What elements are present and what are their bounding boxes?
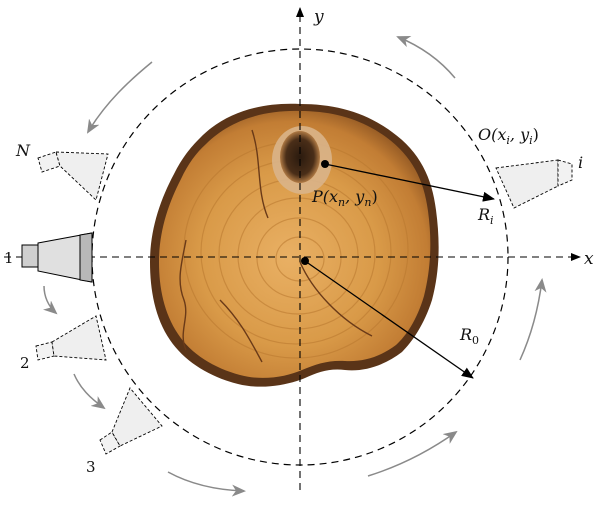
- sensor-1: [22, 233, 92, 282]
- sensor-N-label: N: [15, 141, 31, 160]
- sensor-1-label: 1: [4, 249, 14, 267]
- sensor-3: [100, 388, 162, 454]
- point-o-label: O(xi, yi): [478, 125, 539, 147]
- radius-r0-label: R0: [459, 325, 479, 347]
- wood-cross-section: [150, 104, 439, 387]
- sensor-i: [496, 160, 572, 208]
- rotation-arrow-right: [520, 280, 542, 360]
- knot-defect: [272, 126, 332, 194]
- sensor-2-label: 2: [20, 354, 30, 372]
- sensor-3-label: 3: [86, 458, 96, 476]
- sensor-N: [38, 152, 108, 200]
- rotation-arrow-left-2: [74, 374, 104, 408]
- rotation-arrow-bottom-right: [368, 432, 456, 476]
- sensor-2: [36, 316, 106, 360]
- rotation-arrow-bottom: [168, 472, 244, 491]
- axis-x-label: x: [584, 249, 594, 269]
- sensor-i-label: i: [578, 153, 583, 172]
- rotation-arrow-top-left: [88, 62, 152, 132]
- rotation-arrow-left-1: [44, 286, 56, 313]
- axis-y-label: y: [313, 7, 324, 27]
- center-point: [301, 257, 309, 265]
- radius-ri-label: Ri: [477, 205, 494, 227]
- rotation-arrow-top-right: [398, 37, 455, 78]
- point-p-marker: [321, 160, 329, 168]
